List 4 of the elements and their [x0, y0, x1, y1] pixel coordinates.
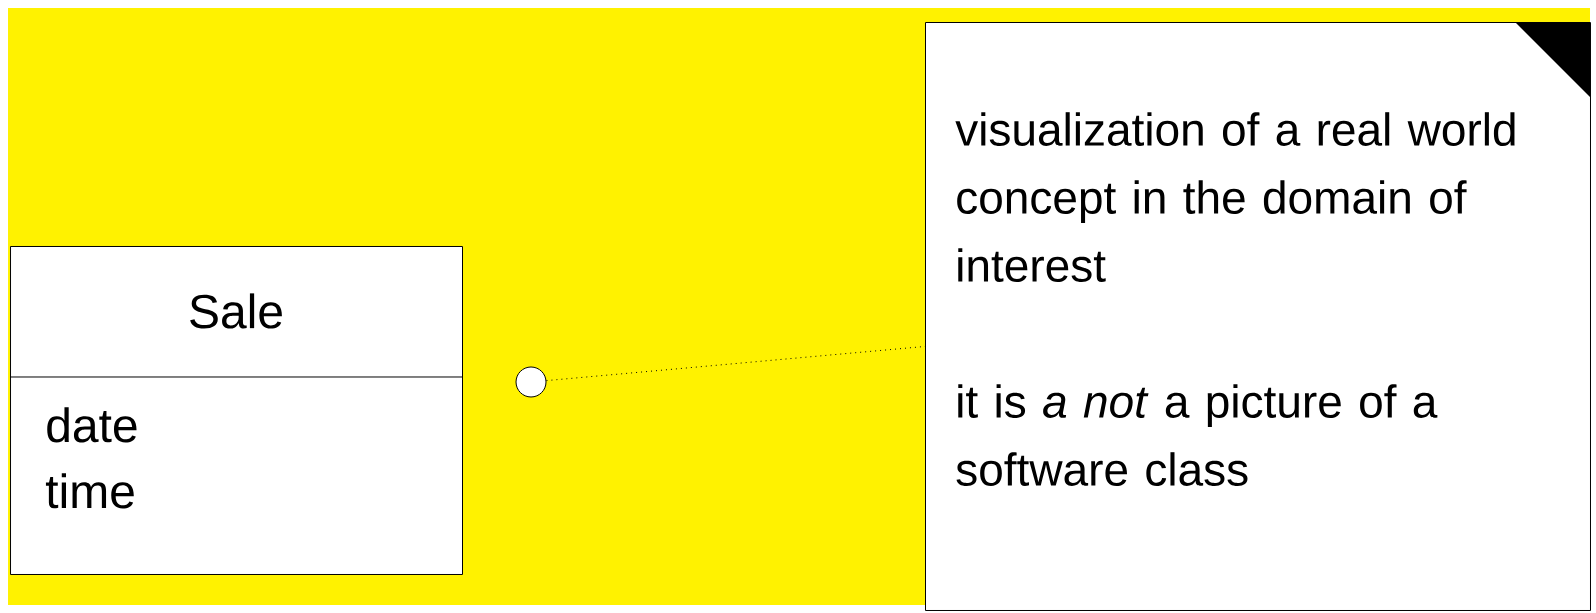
- leader-line: [545, 345, 926, 382]
- class-box: Sale date time: [9, 246, 463, 575]
- note: visualization of a real world concept in the domain of interest it is a not a picture of a software class: [925, 22, 1591, 611]
- connector-circle: [515, 366, 547, 398]
